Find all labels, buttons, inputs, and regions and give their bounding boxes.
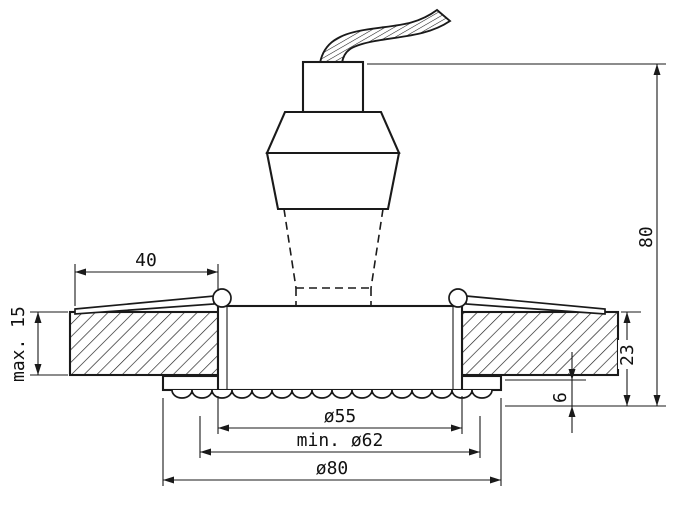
- ceiling-section-left: [68, 310, 220, 377]
- dim-label-80: 80: [636, 226, 657, 248]
- lamp-holder-body: [265, 151, 401, 211]
- dimension-outer-diameter: ø80: [162, 398, 502, 486]
- lamp-plug: [301, 60, 365, 114]
- dimension-inner-diameter: ø55: [217, 396, 463, 434]
- dim-label-max15: max. 15: [8, 306, 29, 382]
- dimension-total-height: 80: [367, 63, 666, 407]
- supply-cable: [318, 8, 452, 64]
- spring-pivot-right: [448, 288, 468, 308]
- dim-label-d62: min. ø62: [297, 430, 384, 451]
- dim-label-d55: ø55: [324, 406, 357, 427]
- spring-pivot-left: [212, 288, 232, 308]
- dim-label-d80: ø80: [316, 458, 349, 479]
- dimension-recess-depth: 23: [617, 311, 641, 406]
- dim-label-40: 40: [135, 250, 157, 271]
- spring-wing-left: [74, 295, 215, 315]
- fixture-can: [216, 304, 464, 392]
- ceiling-section-right: [460, 310, 620, 377]
- dim-label-23: 23: [617, 344, 638, 366]
- dimension-cutout-diameter: min. ø62: [199, 416, 481, 458]
- lamp-holder-upper: [265, 110, 401, 155]
- dimension-ceiling-thickness: max. 15: [8, 306, 68, 382]
- scalloped-trim-edge: [171, 389, 493, 399]
- dim-label-6: 6: [550, 392, 571, 403]
- dimension-trim-height: 6: [505, 352, 586, 433]
- dimension-flange-width: 40: [74, 250, 219, 306]
- bulb-hidden-outline: [283, 208, 384, 307]
